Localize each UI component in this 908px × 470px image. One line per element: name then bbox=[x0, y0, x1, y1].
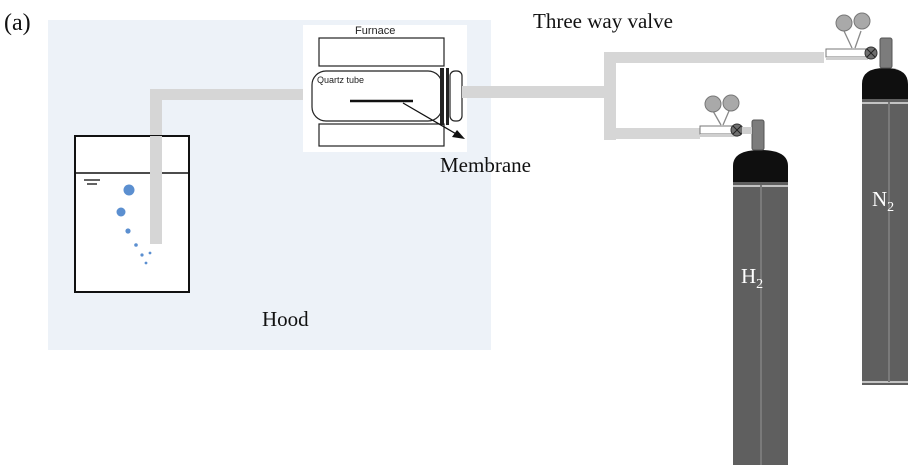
three-way-valve-label: Three way valve bbox=[533, 9, 673, 33]
membrane-arrow bbox=[402, 102, 459, 136]
n2-cylinder-label: N2 bbox=[872, 187, 894, 216]
bubble bbox=[148, 251, 152, 255]
h2-label-subscript: 2 bbox=[756, 277, 764, 293]
h2-pressure-gauge-icon bbox=[704, 95, 722, 113]
bubble bbox=[123, 184, 135, 196]
n2-pressure-gauge-icon bbox=[853, 12, 871, 30]
bubble bbox=[144, 261, 148, 265]
furnace-label: Furnace bbox=[355, 25, 396, 37]
hood-label: Hood bbox=[262, 307, 309, 331]
tube-flange bbox=[440, 68, 444, 125]
bubble bbox=[116, 207, 126, 217]
bubble bbox=[134, 243, 138, 247]
n2-label-subscript: 2 bbox=[887, 200, 895, 216]
bubble bbox=[140, 253, 144, 257]
h2-branch-line bbox=[604, 128, 700, 139]
quartz-tube-label: Quartz tube bbox=[317, 75, 365, 85]
bubbler-vessel bbox=[74, 135, 190, 293]
panel-label: (a) bbox=[4, 10, 31, 36]
h2-regulator bbox=[699, 94, 765, 151]
main-gas-line bbox=[462, 52, 616, 140]
h2-pressure-gauge-icon bbox=[722, 94, 740, 112]
bubble bbox=[125, 228, 131, 234]
n2-pressure-gauge-icon bbox=[835, 14, 853, 32]
n2-cylinder bbox=[862, 68, 908, 385]
gas-bubbles bbox=[116, 184, 152, 265]
bubbler-inlet-pipe bbox=[150, 136, 162, 244]
n2-label-main: N bbox=[872, 187, 888, 211]
membrane-label: Membrane bbox=[440, 153, 531, 177]
furnace-top-block bbox=[318, 37, 445, 67]
h2-cylinder-label: H2 bbox=[741, 264, 763, 293]
h2-label-main: H bbox=[741, 264, 757, 288]
n2-regulator bbox=[825, 12, 893, 69]
n2-branch-line bbox=[604, 52, 824, 63]
furnace-bottom-block bbox=[318, 123, 445, 147]
h2-cylinder-cap bbox=[733, 150, 788, 182]
h2-cylinder bbox=[733, 150, 788, 465]
n2-cylinder-body bbox=[862, 97, 908, 385]
n2-cylinder-cap bbox=[862, 68, 908, 99]
furnace-assembly bbox=[303, 25, 467, 152]
